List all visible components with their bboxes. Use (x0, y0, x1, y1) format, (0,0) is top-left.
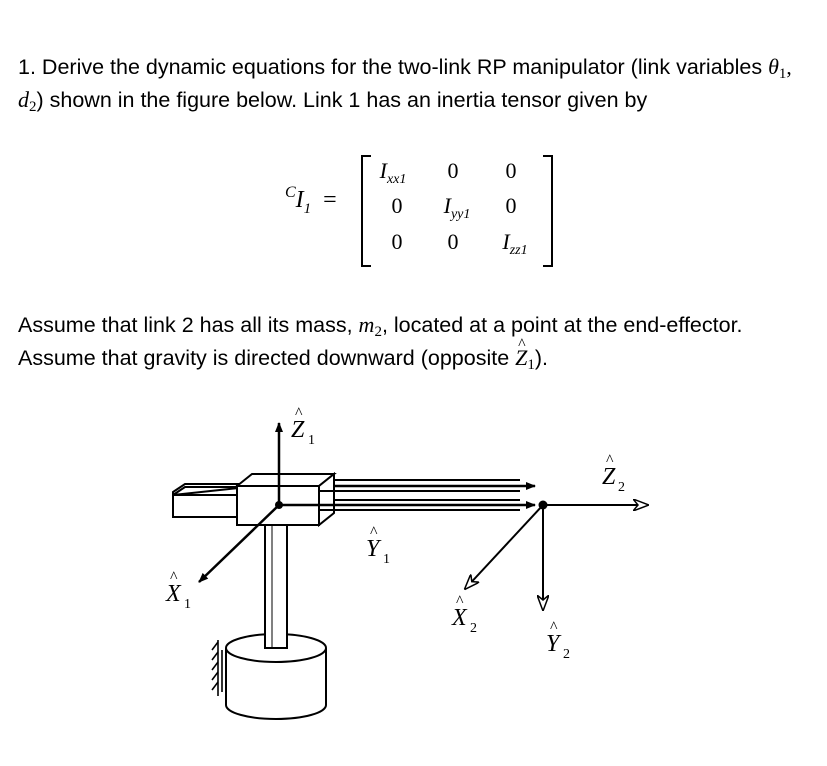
base-cylinder (225, 633, 327, 720)
svg-text:^: ^ (456, 593, 464, 610)
lhs-symbol: I (295, 187, 304, 213)
ground-hatch (211, 640, 223, 696)
svg-text:1: 1 (184, 597, 191, 612)
svg-text:1: 1 (383, 552, 390, 567)
svg-text:2: 2 (563, 647, 570, 662)
assumption-text-c: ). (534, 346, 549, 370)
svg-text:Y: Y (366, 536, 382, 562)
mass-subscript: 2 (374, 324, 382, 340)
z1-subscript: 1 (527, 357, 535, 373)
d-symbol: d (18, 87, 29, 112)
problem-text-a: Derive the dynamic equations for the two… (41, 55, 769, 79)
x1-axis-arrow (198, 504, 280, 583)
matrix-cell: 0 (447, 229, 459, 254)
comma-symbol: , (786, 55, 792, 79)
svg-text:^: ^ (550, 619, 558, 636)
lhs-subscript: 1 (303, 201, 312, 217)
assumption-text-a: Assume that link 2 has all its mass, (18, 313, 359, 337)
matrix-cell: Izz1 (502, 229, 528, 258)
inertia-tensor-equation: CI1 = Ixx1 0 0 0 Iyy1 0 0 0 Izz1 (285, 150, 585, 270)
rear-link-bar (172, 483, 249, 518)
svg-text:^: ^ (370, 524, 378, 541)
svg-text:^: ^ (295, 405, 303, 422)
svg-text:1: 1 (308, 433, 315, 448)
axis-label-y1: Y 1 ^ (366, 524, 390, 567)
equation-lhs: CI1 = (285, 184, 337, 218)
pillar (264, 524, 288, 649)
matrix-cell: Ixx1 (379, 158, 407, 187)
svg-text:X: X (451, 605, 468, 631)
problem-number: 1. (18, 55, 36, 79)
x2-axis-arrow (465, 504, 544, 589)
assumption-text: Assume that link 2 has all its mass, m2,… (18, 312, 818, 378)
svg-text:^: ^ (606, 452, 614, 469)
axis-label-x1: X 1 ^ (165, 569, 191, 612)
mass-symbol: m (358, 312, 375, 337)
matrix-cell: 0 (391, 193, 403, 218)
svg-text:2: 2 (470, 621, 477, 636)
right-bracket (543, 155, 553, 267)
svg-text:Z: Z (602, 464, 616, 490)
matrix-cell: 0 (505, 158, 517, 183)
theta-subscript: 1 (778, 66, 787, 82)
matrix-cell: 0 (391, 229, 403, 254)
equals-sign: = (323, 187, 337, 213)
theta-symbol: θ (768, 54, 779, 79)
problem-text-b: ) shown in the figure below. Link 1 has … (36, 88, 648, 112)
svg-text:2: 2 (618, 480, 625, 495)
left-bracket (361, 155, 371, 267)
axis-label-z1: Z 1 ^ (291, 405, 315, 448)
joint-cube (234, 471, 337, 528)
assumption-text-b: , located at a point at the end-effector… (18, 313, 743, 370)
axis-label-x2: X 2 ^ (451, 593, 477, 636)
axis-label-y2: Y 2 ^ (546, 619, 570, 662)
svg-text:^: ^ (170, 569, 178, 586)
axis-label-z2: Z 2 ^ (602, 452, 625, 495)
problem-statement: 1. Derive the dynamic equations for the … (18, 54, 808, 120)
lhs-frame-superscript: C (285, 184, 296, 201)
d-subscript: 2 (29, 99, 37, 115)
svg-text:Z: Z (291, 417, 305, 443)
prismatic-link-bar (319, 479, 520, 511)
z1-symbol: Z (515, 332, 527, 371)
matrix-cell: Iyy1 (443, 193, 471, 222)
svg-text:Y: Y (546, 631, 562, 657)
matrix-cell: 0 (505, 193, 517, 218)
svg-text:X: X (165, 581, 182, 607)
matrix-cell: 0 (447, 158, 459, 183)
